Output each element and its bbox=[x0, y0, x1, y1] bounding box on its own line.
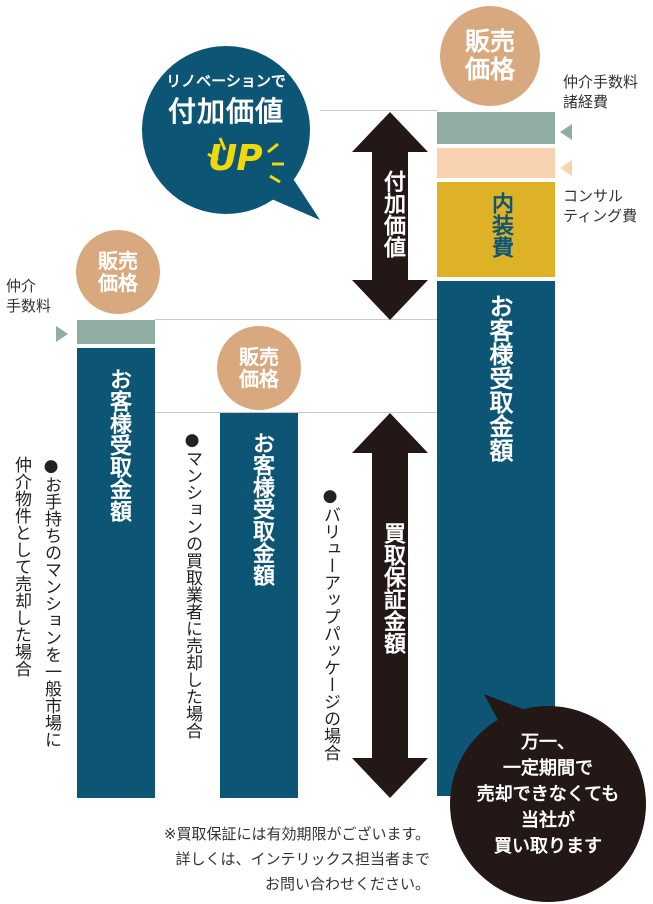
sale-price-label: 販売 価格 bbox=[98, 248, 138, 295]
scenario-general-market: ●お手持ちのマンションを一般市場に 仲介物件として売却した場合 bbox=[11, 456, 61, 748]
customer-amount-bar-col2 bbox=[220, 413, 298, 798]
value-up-bubble-up-text: UP bbox=[208, 138, 263, 179]
brokerage-misc-bar-col3 bbox=[437, 112, 555, 144]
sale-price-label: 販売 価格 bbox=[464, 27, 515, 84]
guarantee-bubble-shape bbox=[450, 694, 646, 902]
consulting-fee-label: コンサル ティング費 bbox=[563, 187, 638, 226]
sale-price-circle-col3: 販売 価格 bbox=[440, 6, 540, 106]
added-value-label: 付加価値 bbox=[380, 170, 405, 258]
guide-line-top bbox=[320, 110, 438, 111]
scenario-value-up: ●バリューアップパッケージの場合 bbox=[320, 486, 340, 761]
brokerage-fee-label: 仲介 手数料 bbox=[6, 277, 52, 316]
buyback-guarantee-arrow bbox=[352, 413, 428, 798]
sparkle-icon bbox=[207, 137, 284, 184]
guide-line-mid bbox=[155, 319, 438, 320]
customer-amount-label-col1: お客様受取金額 bbox=[106, 368, 131, 522]
sale-price-circle-col2: 販売 価格 bbox=[217, 326, 301, 410]
customer-amount-label-col3: お客様受取金額 bbox=[485, 294, 513, 462]
scenario-buyer-company: ●マンションの買取業者に売却した場合 bbox=[182, 430, 202, 739]
interior-cost-bar-col3 bbox=[437, 182, 555, 277]
value-up-bubble-line2: 付加価値 bbox=[167, 95, 284, 128]
interior-cost-label: 内装費 bbox=[488, 192, 513, 258]
customer-amount-bar-col1 bbox=[77, 348, 155, 798]
consulting-fee-bar-col3 bbox=[437, 148, 555, 178]
pointer-arrow-icon bbox=[56, 326, 68, 342]
footnote: ※買取保証には有効期限がございます。 詳しくは、インテリックス担当者まで お問い… bbox=[163, 825, 430, 893]
guide-line-low bbox=[155, 412, 438, 413]
buyback-guarantee-label: 買取保証金額 bbox=[380, 522, 405, 654]
guarantee-bubble-text: 万一、 一定期間で 売却できなくても 当社が 買い取ります bbox=[476, 732, 620, 858]
value-up-bubble-line1: リノベーションで bbox=[166, 72, 286, 90]
brokerage-fee-bar-col1 bbox=[77, 320, 155, 344]
sale-price-label: 販売 価格 bbox=[239, 344, 279, 391]
customer-amount-label-col2: お客様受取金額 bbox=[249, 432, 274, 586]
brokerage-misc-label: 仲介手数料 諸経費 bbox=[563, 73, 639, 112]
pointer-arrow-icon bbox=[560, 124, 572, 140]
value-up-bubble-shape bbox=[142, 46, 320, 220]
added-value-arrow bbox=[352, 112, 428, 320]
pointer-arrow-icon bbox=[560, 160, 572, 176]
sale-price-circle-col1: 販売 価格 bbox=[76, 230, 160, 314]
